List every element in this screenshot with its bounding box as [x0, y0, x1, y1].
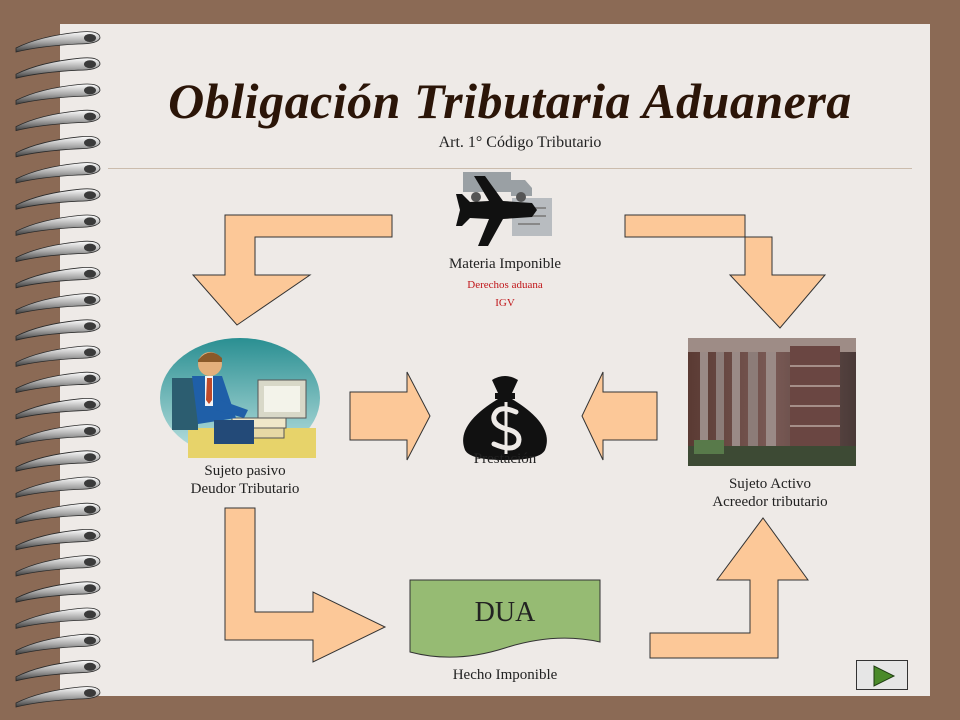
money-bag-icon — [463, 376, 547, 460]
spiral-coil — [15, 83, 101, 105]
binding-hole — [84, 531, 96, 540]
office-worker-illustration — [160, 338, 320, 458]
materia-item-igv: IGV — [495, 297, 515, 309]
binding-hole — [84, 689, 96, 697]
arrow-activo-to-prestacion — [581, 371, 658, 461]
spiral-coil — [15, 581, 101, 603]
binding-hole — [84, 610, 96, 619]
arrow-dua-to-activo — [649, 517, 809, 659]
binding-hole — [84, 296, 96, 304]
spiral-coil — [15, 345, 101, 367]
spiral-coil — [15, 371, 101, 394]
spiral-coil — [15, 293, 101, 315]
binding-hole — [84, 243, 96, 252]
binding-hole — [84, 584, 96, 593]
binding-hole — [84, 112, 96, 121]
title-divider — [108, 168, 912, 169]
spiral-coil — [15, 607, 101, 629]
spiral-coil — [15, 188, 101, 210]
spiral-coil — [15, 555, 101, 577]
arrow-materia-to-pasivo — [191, 214, 393, 326]
binding-hole — [84, 374, 96, 383]
binding-hole — [84, 479, 96, 488]
arrow-pasivo-to-prestacion — [349, 371, 431, 461]
page-title: Obligación Tributaria Aduanera — [168, 73, 852, 129]
binding-hole — [84, 322, 96, 331]
airplane-truck-icon — [456, 172, 552, 246]
spiral-coil — [15, 136, 101, 158]
building-photo — [688, 338, 856, 466]
dua-document-shape — [409, 579, 601, 658]
materia-item-derechos: Derechos aduana — [467, 279, 543, 291]
binding-hole — [84, 558, 96, 566]
acreedor-tributario-label: Acreedor tributario — [712, 494, 828, 510]
binding-hole — [84, 34, 96, 42]
hecho-imponible-label: Hecho Imponible — [452, 667, 558, 683]
sujeto-activo-label: Sujeto Activo — [728, 476, 812, 492]
binding-hole — [84, 453, 96, 462]
spiral-coil — [15, 31, 101, 53]
spiral-coil — [15, 267, 101, 289]
binding-hole — [84, 60, 96, 69]
spiral-coil — [15, 660, 101, 682]
sujeto-pasivo-label: Sujeto pasivo — [204, 463, 286, 479]
binding-hole — [84, 269, 96, 278]
binding-hole — [84, 427, 96, 435]
spiral-coil — [15, 476, 101, 498]
arrow-materia-to-activo — [624, 214, 827, 329]
binding-hole — [84, 86, 96, 95]
binding-hole — [84, 191, 96, 200]
play-next-icon — [873, 665, 896, 687]
spiral-coil — [15, 214, 101, 236]
spiral-coil — [15, 240, 101, 263]
spiral-coil — [15, 424, 101, 446]
binding-hole — [84, 505, 96, 514]
spiral-coil — [15, 162, 101, 184]
next-slide-button[interactable] — [856, 660, 908, 690]
binding-hole — [84, 138, 96, 147]
arrow-pasivo-to-dua — [224, 507, 387, 663]
spiral-coil — [15, 109, 101, 132]
spiral-coil — [15, 529, 101, 551]
prestacion-label: Prestación — [473, 451, 537, 467]
spiral-coil — [15, 502, 101, 525]
spiral-binding — [15, 31, 101, 708]
binding-hole — [84, 636, 96, 645]
binding-hole — [84, 400, 96, 409]
binding-hole — [84, 662, 96, 671]
dua-label: DUA — [474, 597, 536, 628]
spiral-coil — [15, 686, 101, 708]
binding-hole — [84, 165, 96, 173]
spiral-coil — [15, 57, 101, 79]
spiral-coil — [15, 633, 101, 656]
deudor-tributario-label: Deudor Tributario — [190, 481, 300, 497]
spiral-coil — [15, 319, 101, 341]
page-subtitle: Art. 1° Código Tributario — [438, 134, 602, 151]
spiral-coil — [15, 450, 101, 472]
materia-imponible-label: Materia Imponible — [448, 256, 562, 272]
binding-hole — [84, 217, 96, 226]
binding-hole — [84, 348, 96, 357]
spiral-coil — [15, 398, 101, 420]
